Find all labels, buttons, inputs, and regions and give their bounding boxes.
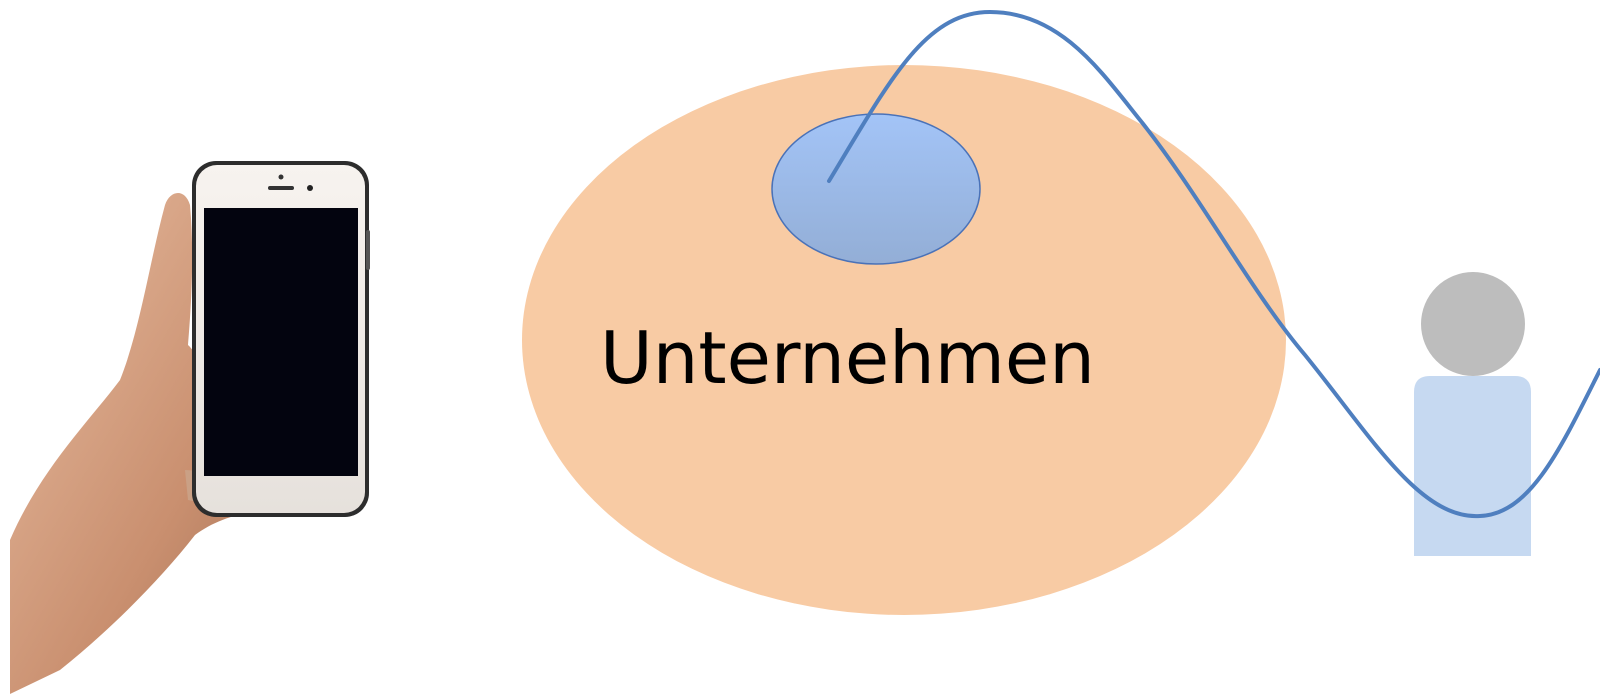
phone-sensor bbox=[307, 185, 313, 191]
person-head bbox=[1421, 272, 1525, 376]
person-body bbox=[1414, 376, 1531, 556]
phone-speaker bbox=[268, 186, 294, 190]
inner-ellipse bbox=[772, 114, 980, 264]
company-label: Unternehmen bbox=[600, 316, 1095, 400]
phone-camera bbox=[279, 175, 284, 180]
hand-holding-smartphone-icon bbox=[10, 161, 370, 694]
phone-screen bbox=[204, 208, 358, 476]
phone-side-button bbox=[366, 230, 370, 270]
person-icon bbox=[1414, 272, 1531, 556]
